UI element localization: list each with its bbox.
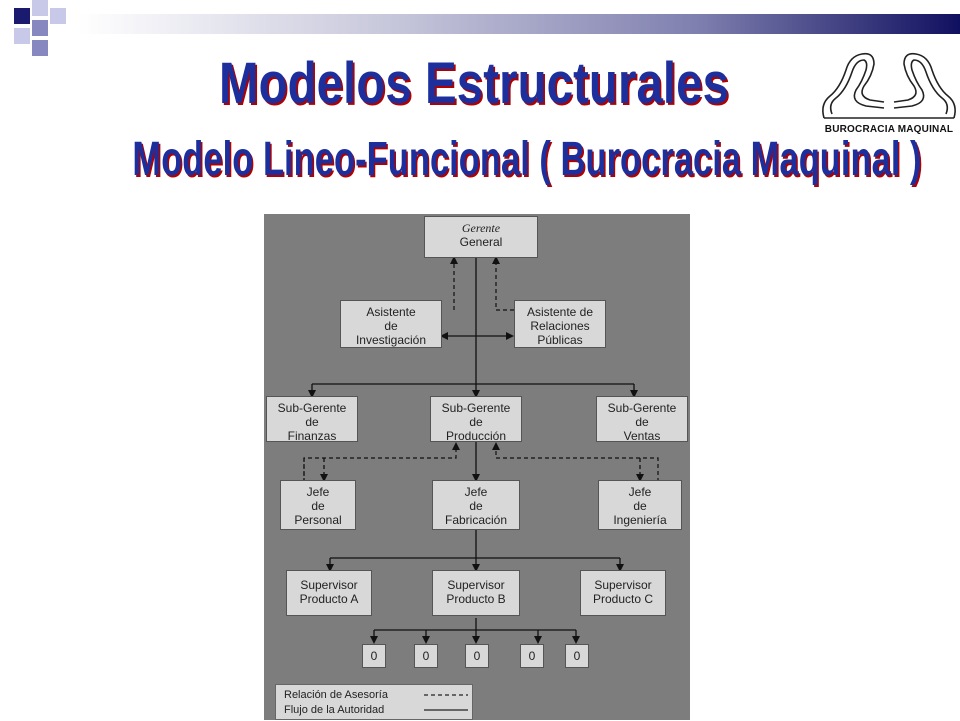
logo-mark-icon <box>822 52 956 119</box>
diagram-legend: Relación de Asesoría Flujo de la Autorid… <box>275 684 473 720</box>
decor-square <box>14 8 30 24</box>
burocracia-logo: BUROCRACIA MAQUINAL <box>818 48 960 140</box>
legend-authority-label: Flujo de la Autoridad <box>284 704 385 716</box>
decor-square <box>32 20 48 36</box>
slide-title: Modelos Estructurales <box>218 51 730 116</box>
legend-advisory-label: Relación de Asesoría <box>284 689 388 701</box>
decor-square <box>32 0 48 16</box>
top-gradient-bar <box>78 14 960 34</box>
decor-square <box>14 28 30 44</box>
node-worker: 0 <box>565 644 589 668</box>
slide-subtitle: Modelo Lineo-Funcional ( Burocracia Maqu… <box>132 133 922 186</box>
node-worker: 0 <box>465 644 489 668</box>
logo-label: BUROCRACIA MAQUINAL <box>824 124 954 135</box>
node-worker: 0 <box>414 644 438 668</box>
decor-square <box>32 40 48 56</box>
node-worker: 0 <box>362 644 386 668</box>
node-worker: 0 <box>520 644 544 668</box>
decor-square <box>50 8 66 24</box>
legend-line-samples <box>424 694 468 711</box>
org-chart-connectors <box>303 256 659 644</box>
